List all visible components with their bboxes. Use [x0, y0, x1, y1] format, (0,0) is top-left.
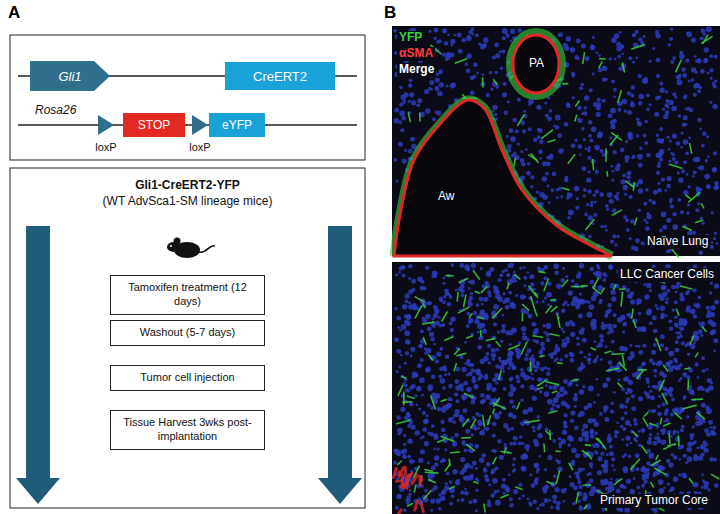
gene-box: CreERT2 — [225, 62, 335, 90]
node-text: eYFP — [222, 118, 252, 132]
frame — [10, 168, 365, 508]
node-text: Tumor cell injection — [115, 371, 260, 385]
image-caption: LLC Cancer Cells — [618, 268, 716, 282]
smooth-muscle-signal — [393, 468, 396, 477]
artery-wall — [510, 32, 562, 96]
step-box: Tamoxifen treatment (12 days) — [110, 275, 265, 315]
gene-line — [18, 124, 357, 126]
smooth-muscle-signal — [421, 476, 422, 480]
node-text: Tamoxifen treatment (12 days) — [115, 281, 260, 309]
panel-subheading: (WT AdvSca1-SM lineage mice) — [10, 194, 365, 210]
airway-lumen — [394, 100, 612, 256]
channel-label: αSMA — [397, 47, 435, 61]
protocol-panel: Gli1-CreERT2-YFP(WT AdvSca1-SM lineage m… — [10, 168, 365, 508]
construct-frame — [10, 35, 365, 160]
smooth-muscle-signal — [418, 476, 421, 485]
smooth-muscle-signal — [403, 483, 407, 485]
promoter-arrow: Gli1 — [30, 61, 110, 91]
node-text: CreERT2 — [253, 69, 307, 84]
reporter-box: eYFP — [209, 113, 265, 137]
structure-label: PA — [527, 57, 546, 71]
step-box: Tumor cell injection — [110, 365, 265, 391]
smooth-muscle-signal — [412, 475, 417, 484]
step-box: Tissue Harvest 3wks post-implantation — [110, 410, 265, 450]
node-text: STOP — [138, 118, 170, 132]
timeline-arrow — [318, 226, 362, 504]
smooth-muscle-signal — [421, 503, 424, 512]
site-label: loxP — [187, 141, 212, 154]
airway-wall — [394, 100, 612, 256]
channel-label: Merge — [397, 63, 436, 77]
smooth-muscle-signal — [407, 476, 411, 482]
image-caption: Naïve Lung — [645, 235, 710, 249]
panel-letter: B — [382, 3, 398, 23]
structure-label: Aw — [436, 190, 456, 204]
loxp-triangle — [192, 115, 208, 135]
panel-heading: Gli1-CreERT2-YFP — [10, 178, 365, 194]
smooth-muscle-signal — [399, 510, 401, 514]
loxp-triangle — [98, 115, 114, 135]
node-text: Gli1 — [58, 69, 81, 84]
smooth-muscle-signal — [397, 479, 401, 483]
panel-letter: A — [6, 3, 22, 23]
micrograph — [392, 262, 720, 514]
channel-label: YFP — [397, 31, 424, 45]
site-label: loxP — [93, 141, 118, 154]
smooth-muscle-signal — [400, 467, 404, 475]
gene-locus: Rosa26 — [33, 104, 78, 118]
step-box: Washout (5-7 days) — [110, 320, 265, 346]
node-text: Tissue Harvest 3wks post-implantation — [115, 416, 260, 444]
stop-cassette: STOP — [123, 113, 185, 137]
micrograph — [392, 26, 720, 257]
artery-lumen — [513, 35, 559, 93]
node-text: Washout (5-7 days) — [115, 326, 260, 340]
image-caption: Primary Tumor Core — [598, 494, 710, 508]
smooth-muscle-signal — [415, 501, 418, 510]
mouse-icon — [167, 238, 215, 259]
timeline-arrow — [16, 226, 60, 504]
